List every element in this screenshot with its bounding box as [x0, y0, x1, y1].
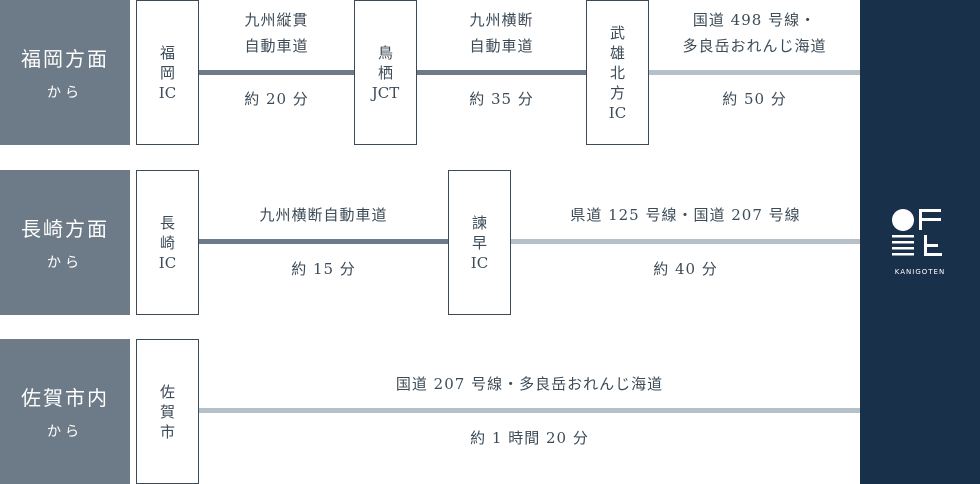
time-label: 約 50 分: [722, 90, 787, 108]
route-line-fukuoka-2: [416, 70, 586, 75]
node-saga-city: 佐 賀 市: [136, 339, 199, 484]
destination-brand: KANIGOTEN: [894, 268, 946, 276]
node-isahaya-ic: 諫 早 IC: [448, 170, 511, 315]
route-line-fukuoka-3: [649, 70, 860, 75]
origin-fukuoka: 福岡方面 から: [0, 0, 130, 145]
node-fukuoka-ic: 福 岡 IC: [136, 0, 199, 145]
time-label: 約 40 分: [653, 260, 718, 278]
node-tosu-jct: 鳥 栖 JCT: [354, 0, 417, 145]
time-label: 約 35 分: [469, 90, 534, 108]
route-line-saga-1: [198, 408, 860, 413]
node-nagasaki-ic: 長 崎 IC: [136, 170, 199, 315]
origin-name: 長崎方面: [21, 217, 109, 241]
origin-suffix: から: [47, 255, 83, 271]
origin-name: 佐賀市内: [21, 386, 109, 410]
origin-suffix: から: [47, 85, 83, 101]
destination-panel: KANIGOTEN: [860, 0, 980, 484]
road-label: 県道 125 号線・国道 207 号線: [570, 206, 801, 224]
origin-name: 福岡方面: [21, 47, 109, 71]
route-line-fukuoka-1: [198, 70, 355, 75]
route-line-nagasaki-1: [198, 239, 449, 244]
road-label: 国道 207 号線・多良岳おれんじ海道: [395, 375, 664, 393]
kanigoten-logo-icon: [892, 209, 942, 256]
road-label: 九州横断 自動車道: [469, 11, 534, 55]
node-takeo-kitagata-ic: 武 雄 北 方 IC: [586, 0, 649, 145]
origin-saga: 佐賀市内 から: [0, 339, 130, 484]
time-label: 約 20 分: [244, 90, 309, 108]
road-label: 九州横断自動車道: [259, 206, 388, 224]
road-label: 国道 498 号線・ 多良岳おれんじ海道: [682, 11, 827, 55]
road-label: 九州縦貫 自動車道: [244, 11, 309, 55]
origin-suffix: から: [47, 424, 83, 440]
origin-nagasaki: 長崎方面 から: [0, 170, 130, 315]
route-line-nagasaki-2: [510, 239, 860, 244]
time-label: 約 1 時間 20 分: [470, 429, 589, 447]
time-label: 約 15 分: [291, 260, 356, 278]
